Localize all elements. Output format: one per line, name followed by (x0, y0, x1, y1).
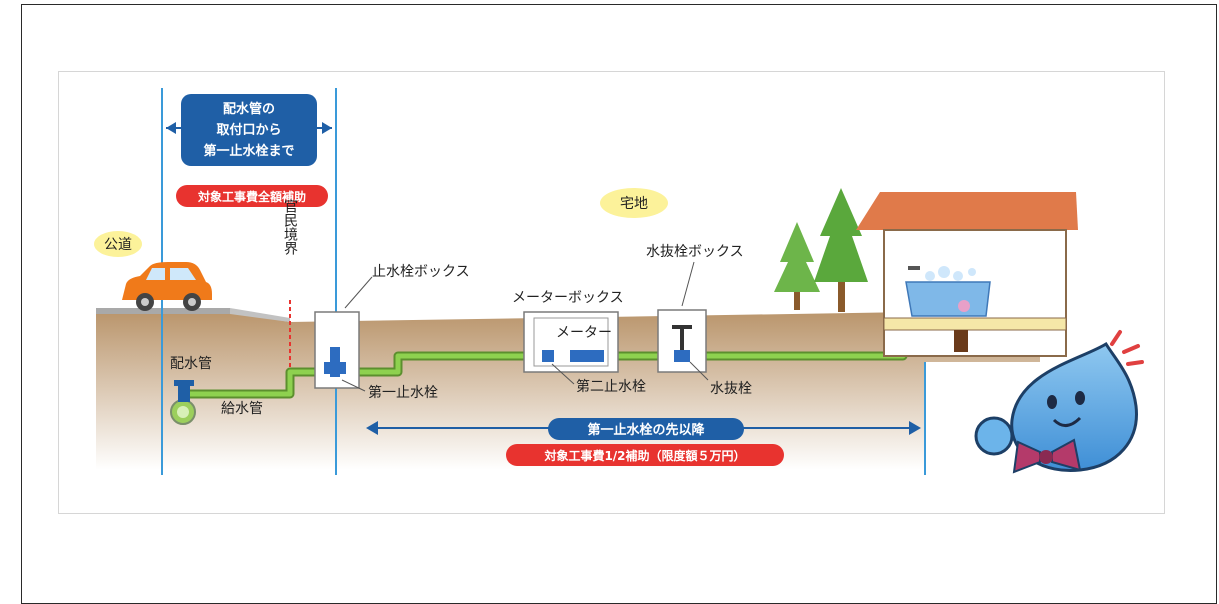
tree-icon (774, 188, 868, 312)
meter-box-label: メーターボックス (512, 290, 624, 306)
zone2-subsidy-badge (506, 444, 784, 466)
drain-valve-icon (672, 325, 692, 362)
zone1-title-line2: 取付口から (216, 122, 281, 138)
meter-label: メーター (556, 325, 612, 341)
zone2-subsidy-text: 対象工事費1/2補助（限度額５万円） (543, 448, 745, 463)
sidewalk-slope (230, 308, 290, 322)
public-road-label: 公道 (104, 237, 132, 253)
supply-pipe-label: 給水管 (221, 401, 263, 417)
bathtub-icon (905, 266, 991, 317)
stop-box-label: 止水栓ボックス (372, 264, 470, 280)
main-pipe-icon (170, 380, 196, 425)
main-pipe-label: 配水管 (170, 356, 212, 372)
zone1-subsidy-text: 対象工事費全額補助 (197, 189, 306, 204)
zone1-arrow-left-head (166, 122, 176, 134)
zone1-title-line3: 第一止水栓まで (203, 143, 294, 159)
drain-box-label: 水抜栓ボックス (646, 244, 744, 260)
zone2-arrow-right-head (909, 421, 921, 435)
first-stop-valve-icon (324, 347, 346, 377)
meter-box (523, 311, 619, 373)
public-road-bubble (94, 231, 142, 257)
zone2-arrow-left-head (366, 421, 378, 435)
zone1-arrow-right-head (322, 122, 332, 134)
first-stop-leader (341, 379, 366, 392)
boundary-label: 官民境界 (282, 199, 298, 256)
first-stop-label: 第一止水栓 (368, 384, 438, 401)
meter-icon (542, 350, 604, 362)
drain-valve-leader (689, 361, 709, 381)
drain-valve-label: 水抜栓 (710, 381, 752, 397)
water-drop-mascot-icon (974, 330, 1144, 474)
drain-box-leader (681, 261, 695, 307)
second-stop-label: 第二止水栓 (576, 378, 646, 395)
zone1-title-line1: 配水管の (223, 101, 275, 117)
house-icon (856, 192, 1078, 357)
car-icon (122, 262, 212, 311)
residential-label: 宅地 (620, 196, 648, 212)
zone1-subsidy-badge (176, 185, 328, 207)
second-stop-leader (551, 363, 575, 385)
zone2-title-box (548, 418, 744, 440)
residential-bubble (600, 188, 668, 218)
meter-inner (533, 317, 609, 367)
zone2-title: 第一止水栓の先以降 (587, 422, 705, 438)
zone1-title-box (181, 94, 317, 166)
stop-box-leader (344, 276, 373, 309)
